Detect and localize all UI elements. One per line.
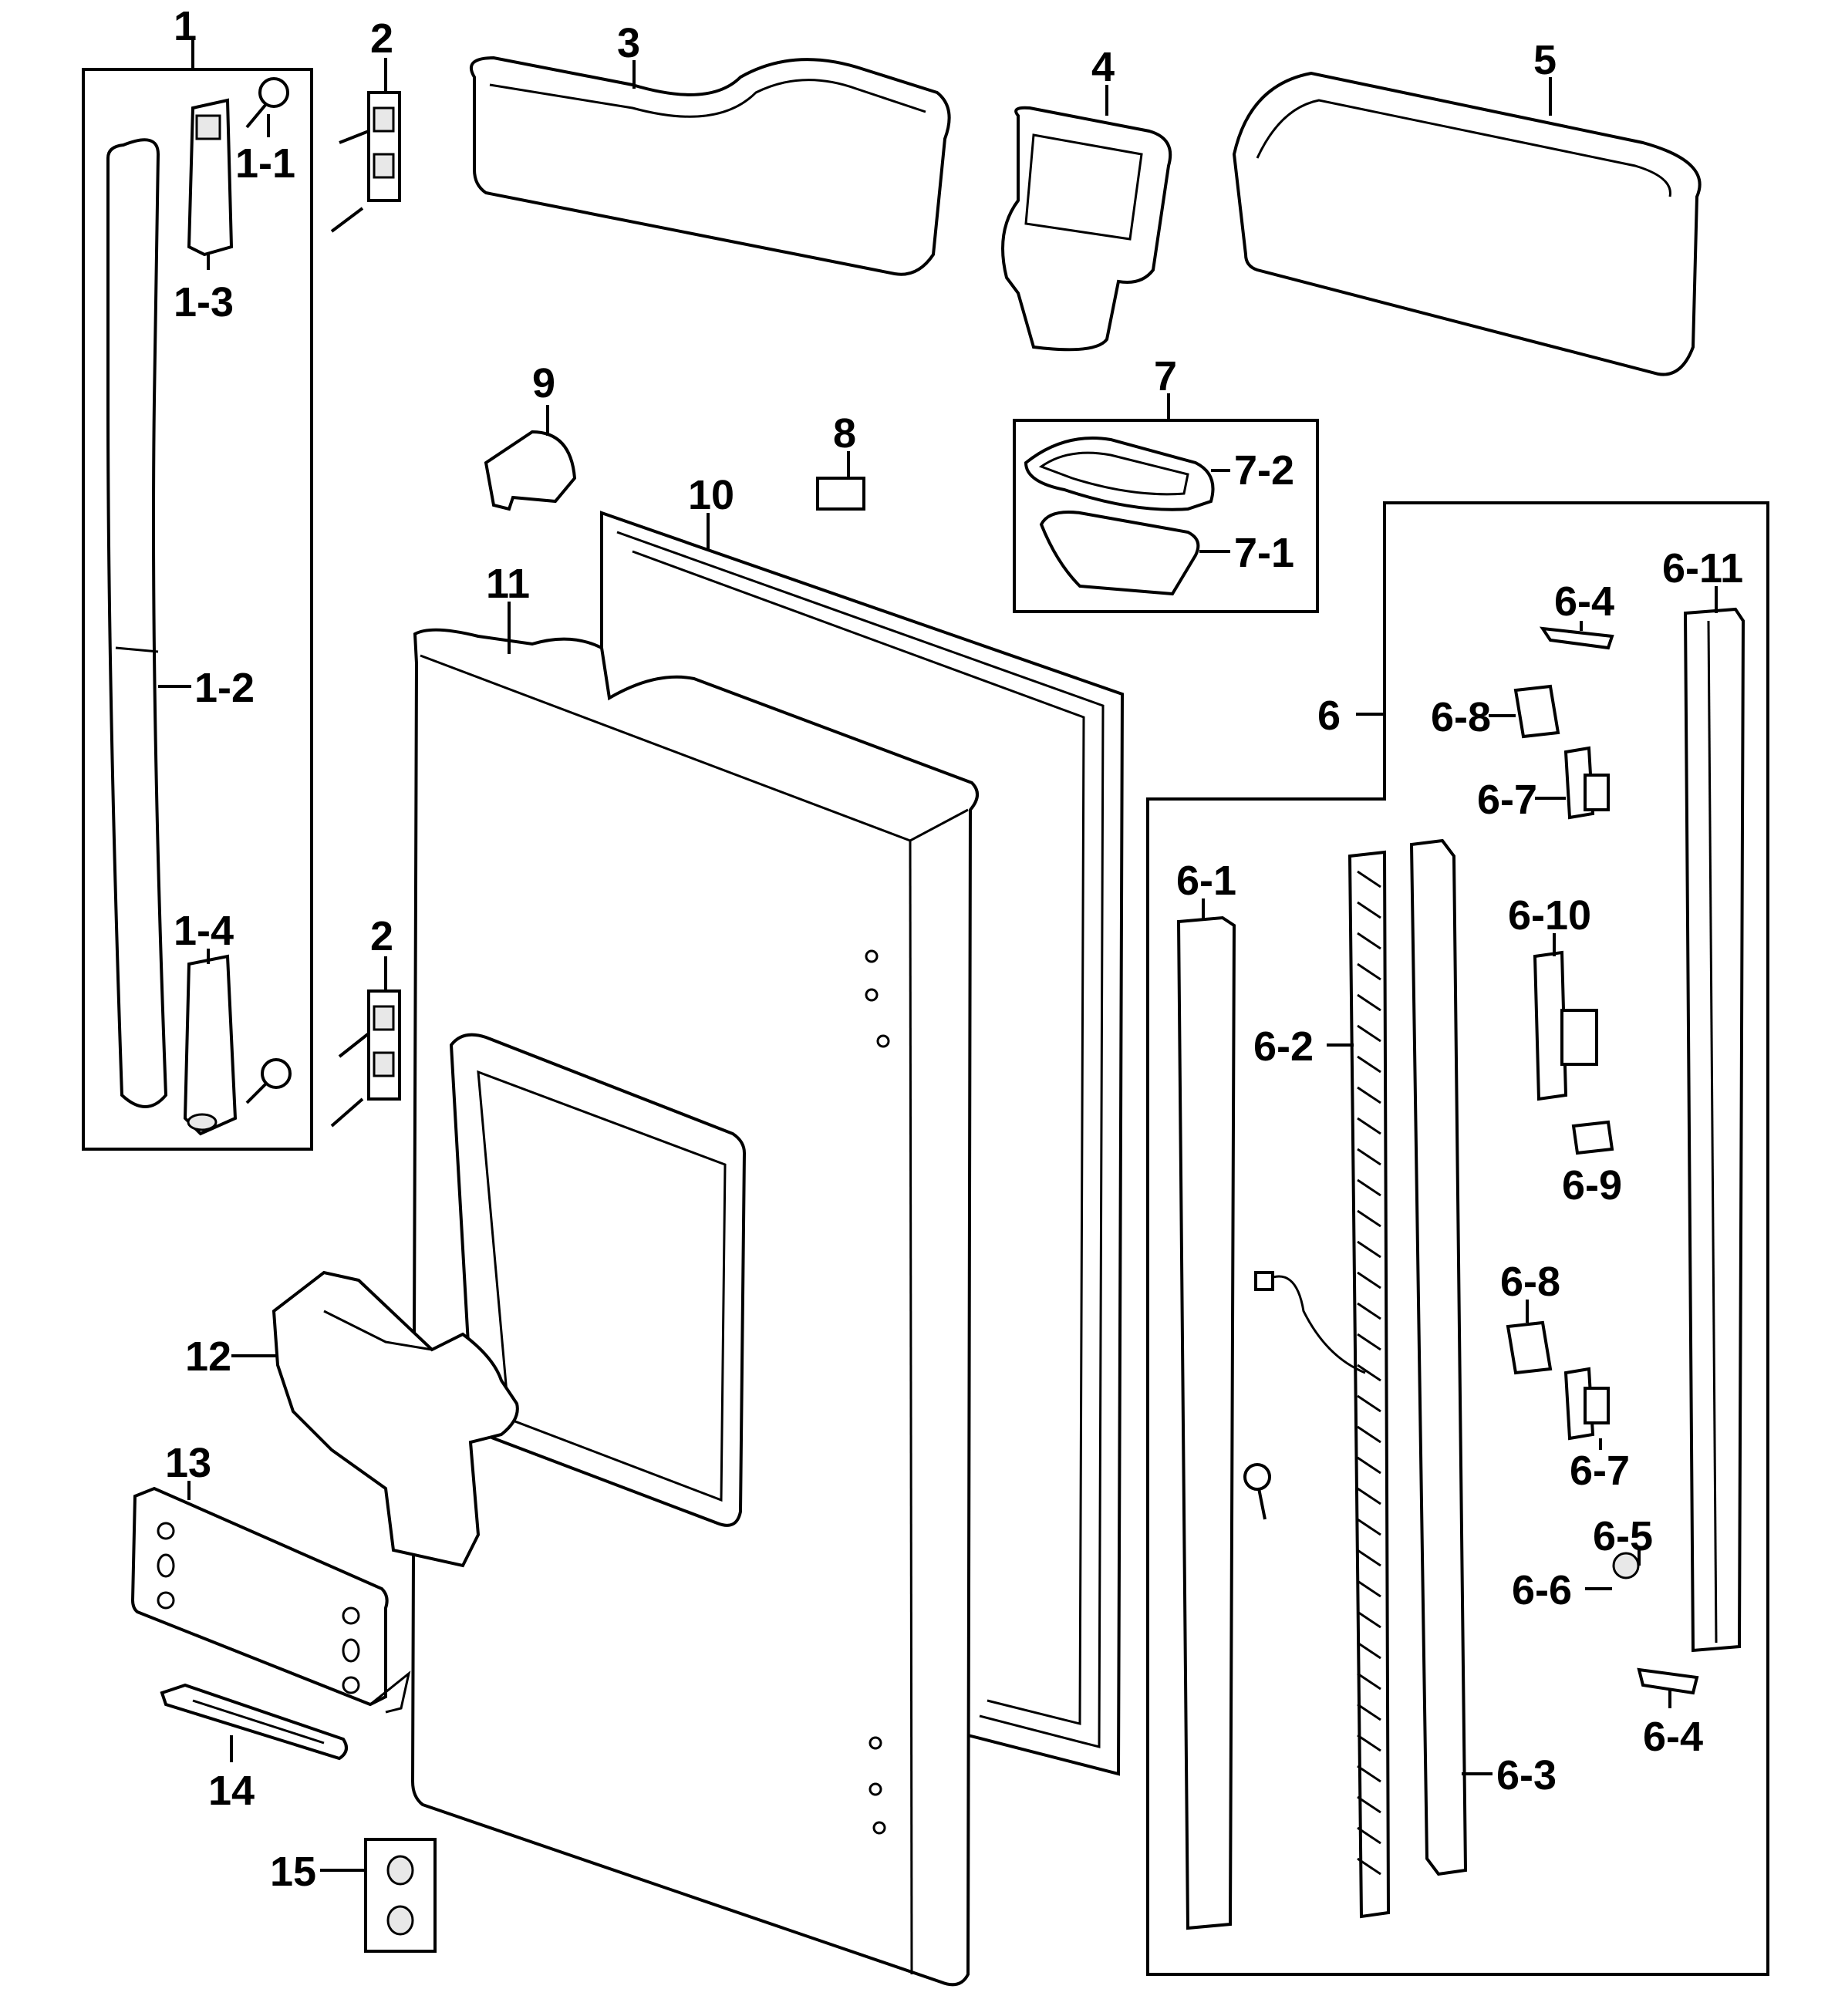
part-6-1-shape <box>1176 915 1236 1930</box>
label-6-8-bottom: 6-8 <box>1500 1259 1560 1305</box>
part-9-shape <box>484 430 577 511</box>
part-6-4-top-shape <box>1539 626 1614 650</box>
part-8-shape <box>816 477 865 511</box>
label-7-2: 7-2 <box>1234 447 1294 494</box>
label-9: 9 <box>532 360 555 406</box>
screw-1-4-part <box>261 1058 292 1089</box>
label-10: 10 <box>688 472 734 518</box>
group-7-frame <box>1013 419 1319 613</box>
wire-harness-part <box>1264 1275 1366 1374</box>
part-6-4-bottom-shape <box>1637 1667 1699 1695</box>
label-14: 14 <box>208 1768 255 1814</box>
label-6-5: 6-5 <box>1593 1513 1653 1559</box>
label-6: 6 <box>1317 693 1341 739</box>
hinge-bracket-group: 2 2 <box>330 15 401 1128</box>
door-bin-5-part <box>1232 71 1702 376</box>
part-6-9-shape <box>1571 1120 1614 1155</box>
cover-plate-group: 13 <box>130 1440 411 1714</box>
part-7-2-shape <box>1024 437 1215 511</box>
label-6-1: 6-1 <box>1176 858 1236 904</box>
group-7: 7 7-2 7-1 <box>1013 353 1319 613</box>
label-1-3: 1-3 <box>174 279 234 325</box>
door-bin-3-part <box>469 56 951 276</box>
label-1-4: 1-4 <box>174 908 234 954</box>
door-bin-4-part <box>1001 106 1172 352</box>
label-4: 4 <box>1091 44 1115 90</box>
screw-6-part <box>1243 1463 1271 1491</box>
label-6-4-top: 6-4 <box>1554 578 1614 625</box>
door-bin-5-group: 5 <box>1232 37 1702 376</box>
handle-assembly-group: 1 1-1 1-3 1-2 1-4 <box>82 3 313 1151</box>
label-6-4-bottom: 6-4 <box>1643 1714 1703 1760</box>
label-6-10: 6-10 <box>1508 892 1591 939</box>
label-6-7-top: 6-7 <box>1477 777 1537 823</box>
door-bin-4-group: 4 <box>1001 44 1172 352</box>
door-bin-3-group: 3 <box>469 20 951 276</box>
part-15-group: 15 <box>270 1838 437 1953</box>
part-7-1-shape <box>1039 511 1200 596</box>
label-6-9: 6-9 <box>1562 1162 1622 1209</box>
label-1-1: 1-1 <box>235 140 295 187</box>
label-6-3: 6-3 <box>1496 1752 1557 1799</box>
part-6-8-bottom-shape <box>1506 1320 1553 1375</box>
group-6-frame <box>1146 501 1769 1976</box>
label-2-top: 2 <box>370 15 393 62</box>
handle-cap-bottom-part <box>183 954 238 1136</box>
label-6-2: 6-2 <box>1253 1023 1314 1070</box>
label-2-bottom: 2 <box>370 913 393 959</box>
label-13: 13 <box>165 1440 211 1486</box>
label-1-2: 1-2 <box>194 665 255 711</box>
label-6-11: 6-11 <box>1662 545 1743 592</box>
label-6-6: 6-6 <box>1512 1567 1572 1613</box>
door-handle-part <box>106 138 168 1108</box>
label-6-7-bottom: 6-7 <box>1570 1448 1630 1494</box>
label-7-1: 7-1 <box>1234 530 1294 576</box>
label-7: 7 <box>1154 353 1177 399</box>
part-14-group: 14 <box>160 1683 348 1814</box>
label-6-8-top: 6-8 <box>1431 694 1491 740</box>
label-5: 5 <box>1533 37 1557 83</box>
group-1-frame <box>82 68 313 1151</box>
cover-plate-part <box>130 1486 389 1707</box>
group-6: 6 6-1 6-2 6-3 6-4 6-8 6-7 <box>1146 501 1769 1976</box>
label-12: 12 <box>185 1333 231 1380</box>
part-6-3-shape <box>1409 838 1468 1876</box>
part-6-11-shape <box>1683 607 1745 1653</box>
label-11: 11 <box>486 561 530 607</box>
dispenser-lever-part <box>272 1270 519 1568</box>
part-6-8-top-shape <box>1513 684 1560 739</box>
small-parts-8-9-group: 9 8 <box>484 360 865 511</box>
part-14-shape <box>160 1683 348 1761</box>
screw-1-1-part <box>258 77 289 108</box>
label-8: 8 <box>833 410 856 457</box>
label-3: 3 <box>617 20 640 66</box>
part-6-2-shape <box>1347 850 1391 1919</box>
label-15: 15 <box>270 1849 316 1895</box>
label-1: 1 <box>174 3 197 49</box>
door-panel-group: 11 <box>410 561 979 1987</box>
dispenser-lever-group: 12 <box>185 1270 519 1568</box>
